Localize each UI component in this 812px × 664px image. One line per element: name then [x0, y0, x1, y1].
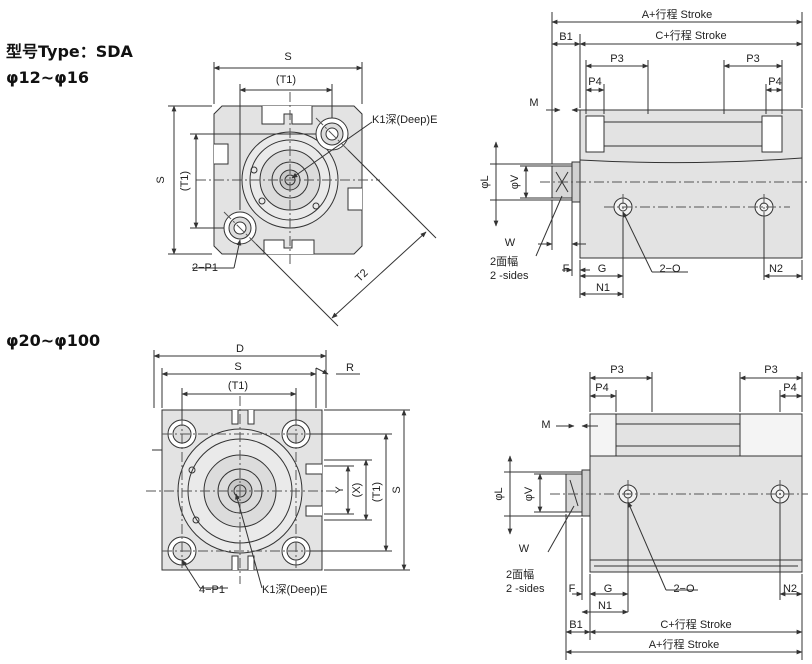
model-title: 型号Type：SDA: [6, 42, 133, 61]
label-n2-small: N2: [769, 263, 783, 275]
label-t1-top-large: (T1): [228, 380, 248, 392]
label-p4-left-large: P4: [595, 382, 608, 394]
front-view-large: [152, 409, 323, 571]
label-2o-small: 2−O: [659, 263, 681, 275]
label-a-stroke-large: A+行程 Stroke: [649, 638, 720, 651]
label-s-right-large: S: [391, 486, 403, 493]
label-p4-right-small: P4: [768, 76, 781, 88]
label-t1-right-large: (T1): [371, 482, 383, 502]
label-phi-l-large: φL: [493, 487, 505, 500]
size-range-large: φ20~φ100: [6, 331, 101, 350]
side-small-dimensions: [490, 12, 803, 298]
label-y: Y: [334, 486, 346, 494]
label-n2-large: N2: [783, 583, 797, 595]
label-t1-left-small: (T1): [179, 171, 191, 191]
size-range-small: φ12~φ16: [6, 68, 89, 87]
label-a-stroke-small: A+行程 Stroke: [642, 8, 713, 21]
label-2o-large: 2−O: [673, 583, 695, 595]
label-p3-left-large: P3: [610, 364, 623, 376]
label-4p1: 4−P1: [199, 584, 225, 596]
label-g-large: G: [604, 583, 613, 595]
label-t2: T2: [353, 267, 371, 285]
label-r: R: [346, 362, 354, 374]
front-small-dimensions: [168, 62, 437, 327]
label-k1-small: K1深(Deep)E: [372, 113, 437, 126]
label-phi-v-large: φV: [523, 486, 535, 501]
label-t1-top-small: (T1): [276, 74, 296, 86]
label-d: D: [236, 343, 244, 355]
label-2sides-cn-small: 2面幅: [490, 255, 518, 268]
label-g-small: G: [598, 263, 607, 275]
label-c-stroke-large: C+行程 Stroke: [660, 618, 731, 631]
label-b1-large: B1: [569, 619, 582, 631]
front-large-centerlines: [146, 396, 336, 584]
label-2p1: 2−P1: [192, 262, 218, 274]
label-w-small: W: [505, 237, 516, 249]
label-p3-right-large: P3: [764, 364, 777, 376]
label-2sides-cn-large: 2面幅: [506, 568, 534, 581]
label-n1-large: N1: [598, 600, 612, 612]
label-f-large: F: [569, 583, 576, 595]
label-p3-right-small: P3: [746, 53, 759, 65]
label-x: (X): [351, 483, 363, 498]
label-f-small: F: [563, 263, 570, 275]
label-w-large: W: [519, 543, 530, 555]
front-small-centerlines: [196, 92, 380, 266]
label-s-top-small: S: [284, 51, 291, 63]
label-s-top-large: S: [234, 361, 241, 373]
label-2sides-en-small: 2 -sides: [490, 270, 529, 282]
label-n1-small: N1: [596, 282, 610, 294]
label-b1-small: B1: [559, 31, 572, 43]
label-c-stroke-small: C+行程 Stroke: [655, 29, 726, 42]
label-2sides-en-large: 2 -sides: [506, 583, 545, 595]
label-s-left-small: S: [155, 176, 167, 183]
label-phi-v-small: φV: [509, 174, 521, 189]
side-view-large: [565, 413, 803, 573]
label-p4-left-small: P4: [588, 76, 601, 88]
front-large-dimensions: [153, 350, 410, 589]
side-view-small: [551, 109, 803, 259]
side-large-dimensions: [504, 372, 803, 660]
label-p4-right-large: P4: [783, 382, 796, 394]
label-m-small: M: [529, 97, 538, 109]
label-phi-l-small: φL: [479, 175, 491, 188]
label-p3-left-small: P3: [610, 53, 623, 65]
label-k1-large: K1深(Deep)E: [262, 583, 327, 596]
label-m-large: M: [541, 419, 550, 431]
